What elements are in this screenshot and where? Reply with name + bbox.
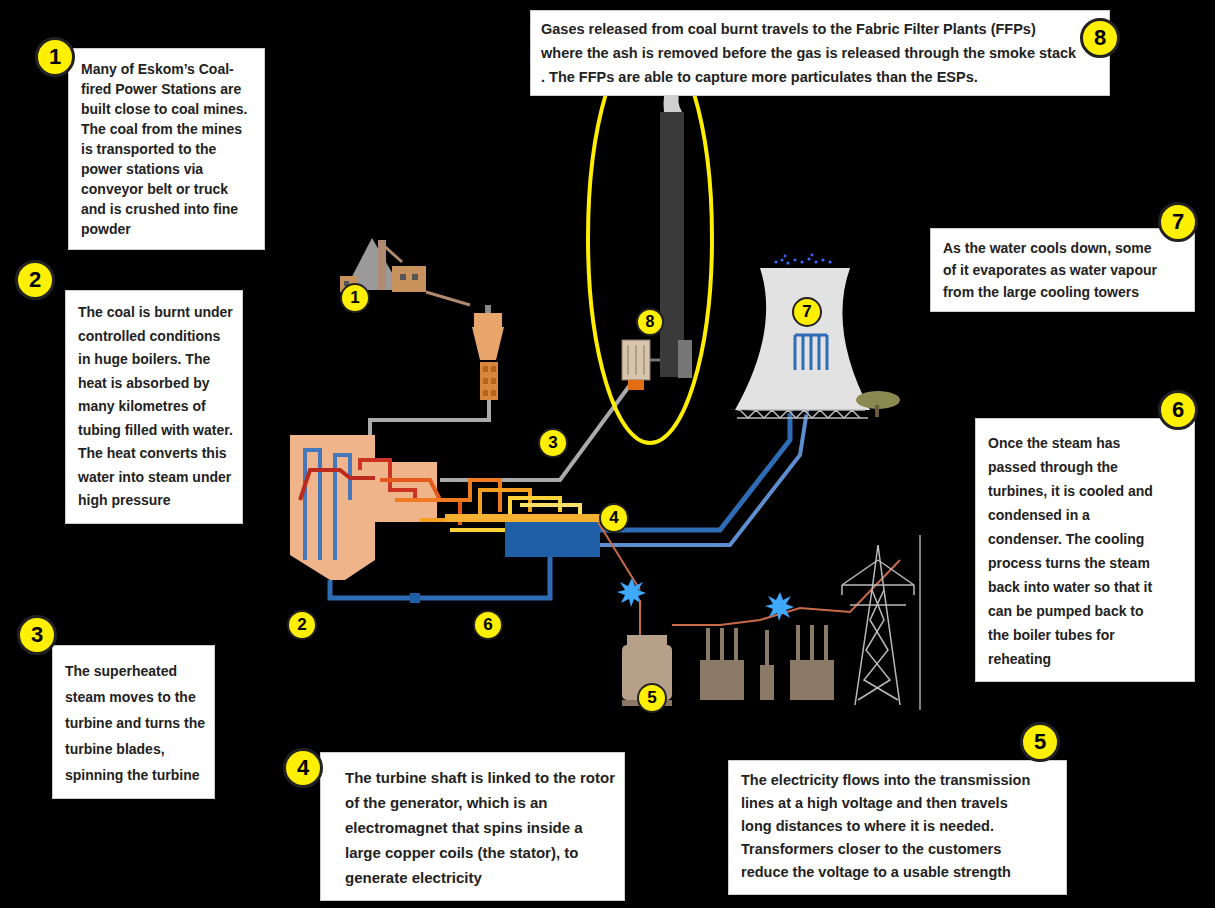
cooling-tower [735, 268, 870, 410]
text-box: Many of Eskom’s Coal-fired Power Station… [68, 48, 265, 250]
callout-number: 1 [49, 44, 61, 70]
callout-circle: 7 [1158, 202, 1198, 242]
callout-circle: 1 [35, 37, 75, 77]
callout-number: 6 [1172, 397, 1184, 423]
description-text: As the water cools down, some of it evap… [943, 237, 1160, 303]
callout-number: 3 [31, 622, 43, 648]
callout-number: 7 [1172, 209, 1184, 235]
callout-number: 5 [1034, 729, 1046, 755]
callout-circle: 8 [636, 308, 664, 336]
description-text: Gases released from coal burnt travels t… [541, 17, 1077, 89]
callout-circle: 5 [1020, 722, 1060, 762]
text-box: The electricity flows into the transmiss… [728, 760, 1067, 895]
callout-circle: 8 [1080, 18, 1120, 58]
text-box: The superheated steam moves to the turbi… [52, 645, 215, 799]
callout-number: 5 [647, 688, 656, 708]
text-box: Once the steam has passed through the tu… [975, 418, 1195, 682]
callout-number: 3 [548, 433, 557, 453]
callout-number: 2 [297, 615, 306, 635]
boiler [290, 435, 375, 580]
callout-number: 2 [29, 267, 41, 293]
description-text: Many of Eskom’s Coal-fired Power Station… [81, 59, 256, 239]
description-text: Once the steam has passed through the tu… [988, 431, 1164, 671]
callout-circle: 2 [15, 260, 55, 300]
callout-circle: 3 [17, 615, 57, 655]
callout-circle: 1 [340, 283, 370, 313]
callout-number: 4 [297, 755, 309, 781]
callout-number: 4 [609, 508, 618, 528]
pylon [842, 545, 914, 705]
turbine-condenser [505, 522, 600, 557]
callout-circle: 4 [599, 503, 629, 533]
text-box: The coal is burnt under controlled condi… [65, 290, 243, 524]
text-box: As the water cools down, some of it evap… [930, 228, 1195, 312]
callout-circle: 6 [473, 610, 503, 640]
smoke-stack [660, 112, 684, 377]
description-text: The superheated steam moves to the turbi… [65, 658, 206, 788]
callout-number: 7 [802, 302, 811, 322]
callout-circle: 7 [792, 297, 822, 327]
callout-number: 6 [483, 615, 492, 635]
callout-number: 8 [1094, 25, 1106, 51]
callout-circle: 3 [538, 428, 568, 458]
text-box: The turbine shaft is linked to the rotor… [320, 752, 625, 901]
callout-circle: 6 [1158, 390, 1198, 430]
callout-circle: 2 [287, 610, 317, 640]
text-box: Gases released from coal burnt travels t… [530, 10, 1110, 96]
description-text: The coal is burnt under controlled condi… [78, 301, 234, 513]
callout-number: 8 [646, 313, 655, 331]
callout-circle: 5 [637, 683, 667, 713]
callout-number: 1 [350, 288, 359, 308]
callout-circle: 4 [283, 748, 323, 788]
description-text: The turbine shaft is linked to the rotor… [345, 765, 616, 890]
description-text: The electricity flows into the transmiss… [741, 769, 1036, 884]
